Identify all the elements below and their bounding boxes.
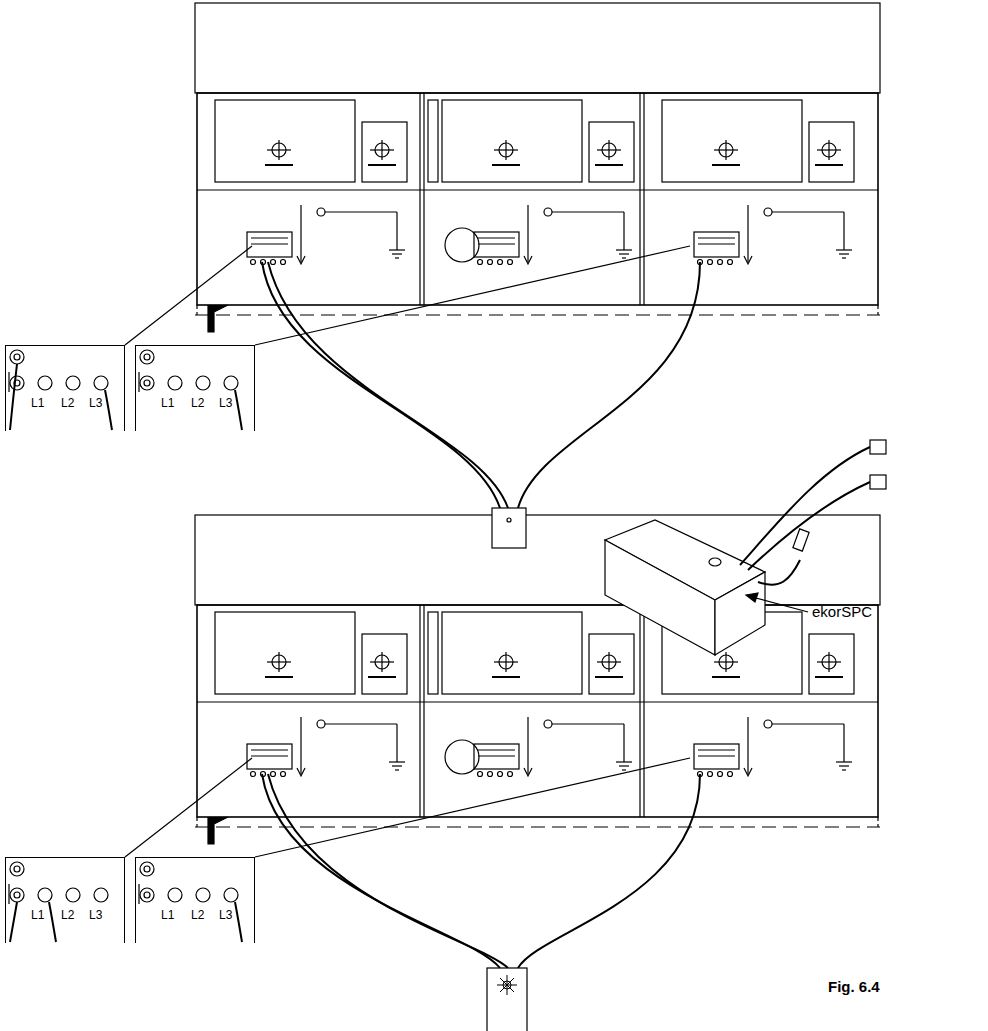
phase-label: L1 — [161, 908, 174, 922]
phase-label: L1 — [31, 396, 44, 410]
phase-label: L3 — [89, 396, 102, 410]
phase-label: L2 — [191, 908, 204, 922]
phase-label: L3 — [219, 396, 232, 410]
phase-label: L2 — [191, 396, 204, 410]
terminal-inset: L1 L2 L3 — [135, 345, 255, 431]
phase-label: L2 — [61, 908, 74, 922]
terminal-inset: L1 L2 L3 — [5, 857, 125, 943]
terminal-inset: L1 L2 L3 — [5, 345, 125, 431]
phase-label: L1 — [161, 396, 174, 410]
phase-label: L3 — [219, 908, 232, 922]
phase-label: L2 — [61, 396, 74, 410]
device-label: ekorSPC — [812, 603, 872, 621]
figure-caption: Fig. 6.4 — [828, 978, 880, 996]
phase-label: L1 — [31, 908, 44, 922]
terminal-inset: L1 L2 L3 — [135, 857, 255, 943]
phase-label: L3 — [89, 908, 102, 922]
